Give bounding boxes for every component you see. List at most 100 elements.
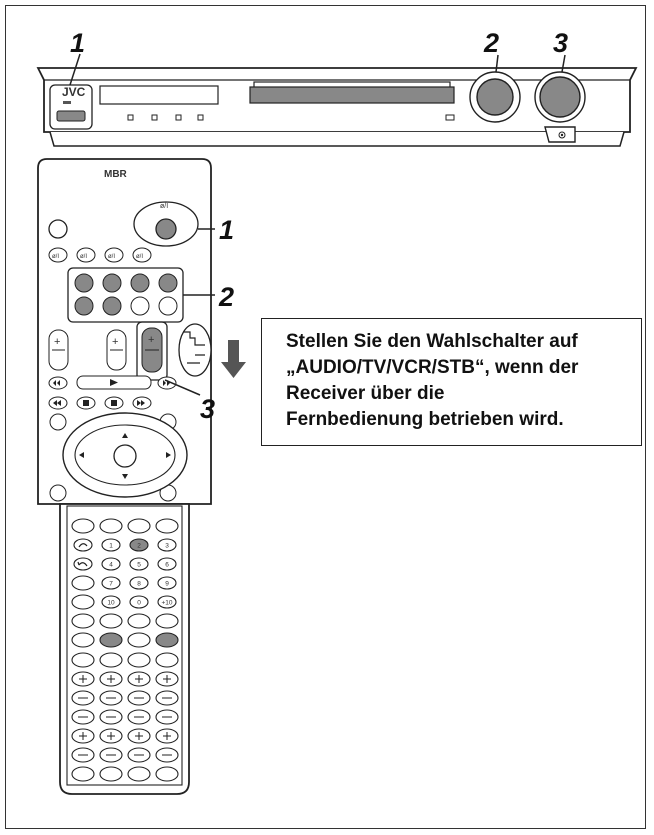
keypad-label: 8 [137, 581, 141, 588]
keypad-button[interactable] [127, 518, 151, 534]
keypad-button[interactable] [155, 518, 179, 534]
receiver-knob-2[interactable] [476, 78, 514, 116]
keypad-label: 4 [109, 562, 113, 569]
svg-text:ø/I: ø/I [52, 254, 59, 260]
instruction-line: „AUDIO/TV/VCR/STB“, wenn der [286, 357, 579, 378]
arrow-up-icon[interactable] [122, 433, 128, 438]
keypad-button[interactable] [155, 766, 179, 782]
slide-down-arrow-icon [221, 340, 246, 378]
keypad-button[interactable] [71, 518, 95, 534]
stop-icon [83, 400, 89, 406]
keypad-button[interactable] [99, 613, 123, 629]
figure-frame [5, 5, 646, 829]
plus-icon [107, 732, 115, 740]
play-icon [110, 379, 118, 386]
keypad-button[interactable] [71, 652, 95, 668]
source-button[interactable] [158, 273, 178, 293]
mode-selector-switch[interactable] [183, 331, 205, 364]
keypad-button[interactable] [127, 613, 151, 629]
keypad-button[interactable] [127, 766, 151, 782]
corner-button[interactable] [49, 484, 67, 502]
keypad-button[interactable] [71, 766, 95, 782]
keypad-label: 7 [109, 581, 113, 588]
keypad-button[interactable] [73, 538, 93, 552]
receiver-callout-2: 2 [483, 28, 499, 58]
arrow-down-icon[interactable] [122, 474, 128, 479]
svg-text:ø/I: ø/I [80, 254, 87, 260]
remote-callout-1: 1 [219, 215, 234, 245]
keypad-button[interactable] [157, 557, 177, 571]
keypad-button[interactable] [129, 576, 149, 590]
source-power-row: ø/I ø/I ø/I ø/I [48, 247, 152, 263]
instruction-callout: Stellen Sie den Wahlschalter auf „AUDIO/… [261, 318, 642, 446]
keypad-button[interactable] [71, 632, 95, 648]
source-button[interactable] [130, 296, 150, 316]
skip-back-icon [53, 380, 60, 386]
plus-icon: + [112, 336, 118, 348]
remote-callout-3: 3 [200, 394, 215, 424]
receiver-knob-3[interactable] [539, 76, 581, 118]
keypad-button[interactable] [73, 557, 93, 571]
standby-indicator [63, 101, 71, 104]
return-icon [77, 561, 88, 567]
source-power-button[interactable] [48, 247, 68, 263]
keypad-button[interactable] [71, 575, 95, 591]
keypad-button[interactable] [101, 538, 121, 552]
keypad-label: 6 [165, 562, 169, 569]
keypad-button[interactable] [157, 576, 177, 590]
keypad-button[interactable] [99, 766, 123, 782]
keypad-button[interactable] [71, 613, 95, 629]
keypad-label: 10 [107, 600, 115, 607]
instruction-line: Fernbedienung betrieben wird. [286, 409, 564, 430]
keypad-button[interactable] [99, 632, 123, 648]
keypad-label: 2 [137, 543, 141, 550]
keypad-button[interactable] [155, 652, 179, 668]
keypad-button[interactable] [157, 595, 177, 609]
source-power-button[interactable] [76, 247, 96, 263]
receiver-callout-3: 3 [553, 28, 568, 58]
keypad-button[interactable] [101, 595, 121, 609]
remote-aux-button[interactable] [48, 219, 68, 239]
keypad-button[interactable] [155, 613, 179, 629]
keypad-button[interactable] [99, 518, 123, 534]
remote-power-button[interactable] [155, 218, 177, 240]
plus-icon [163, 675, 171, 683]
keypad-label: 9 [165, 581, 169, 588]
plus-icon [135, 732, 143, 740]
recall-icon [78, 543, 88, 548]
source-power-button[interactable] [104, 247, 124, 263]
source-button[interactable] [102, 296, 122, 316]
arrow-right-icon[interactable] [166, 452, 171, 458]
source-button[interactable] [74, 273, 94, 293]
keypad-button[interactable] [127, 652, 151, 668]
remote-upper: MBR ø/I ø/I ø/I ø/I ø/I [37, 158, 246, 505]
keypad-button[interactable] [129, 595, 149, 609]
keypad-button[interactable] [155, 632, 179, 648]
receiver-power-button[interactable] [56, 110, 86, 122]
remote-callout-2: 2 [218, 282, 234, 312]
source-button[interactable] [74, 296, 94, 316]
rocker-buttons: + + + [48, 321, 168, 381]
headphone-jack-icon [560, 133, 564, 137]
keypad-button[interactable] [129, 557, 149, 571]
keypad-button[interactable] [157, 538, 177, 552]
dpad-ok-button[interactable] [113, 444, 137, 468]
corner-button[interactable] [49, 413, 67, 431]
source-button[interactable] [102, 273, 122, 293]
keypad-button[interactable] [99, 652, 123, 668]
source-button[interactable] [158, 296, 178, 316]
keypad-label: 0 [137, 600, 141, 607]
remote-brand-logo: MBR [104, 169, 128, 180]
source-power-button[interactable] [132, 247, 152, 263]
remote-power-label: ø/I [160, 203, 168, 210]
keypad-label: 1 [109, 543, 113, 550]
arrow-left-icon[interactable] [79, 452, 84, 458]
keypad-button[interactable] [127, 632, 151, 648]
keypad-button[interactable] [71, 594, 95, 610]
receiver-callout-1-box [49, 84, 93, 130]
keypad-button[interactable] [101, 576, 121, 590]
keypad-button[interactable] [101, 557, 121, 571]
plus-icon [135, 675, 143, 683]
source-button[interactable] [130, 273, 150, 293]
keypad-button[interactable] [129, 538, 149, 552]
